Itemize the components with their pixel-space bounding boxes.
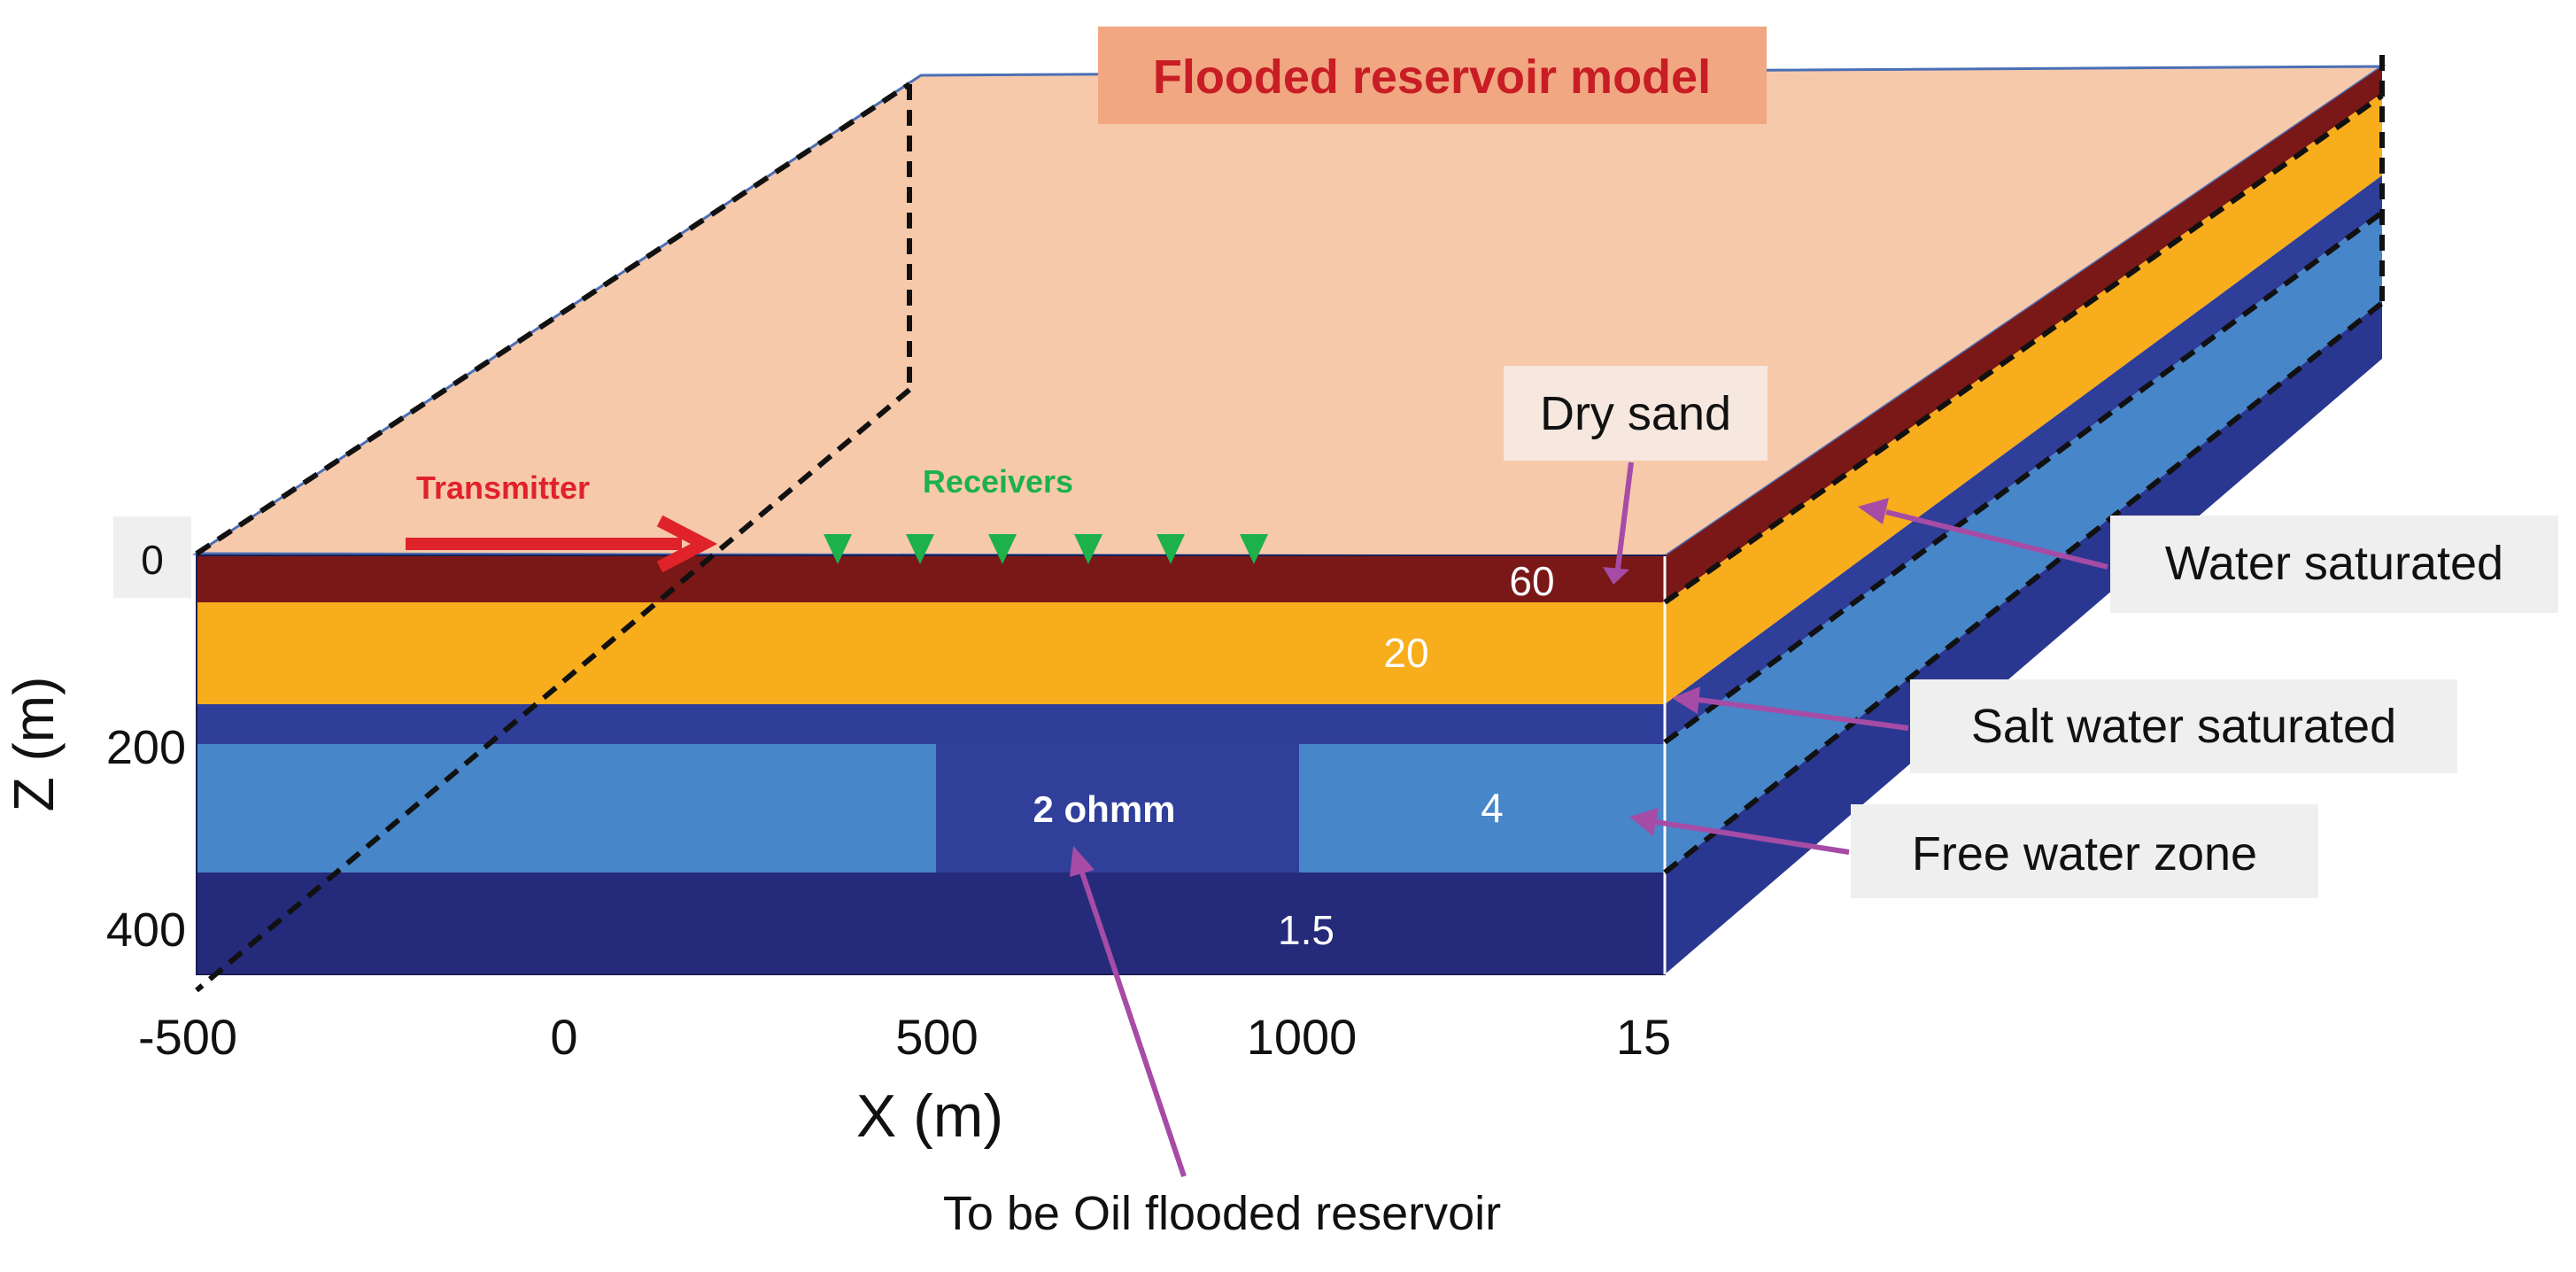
title: Flooded reservoir model bbox=[1153, 50, 1711, 104]
z-tick-400: 400 bbox=[106, 904, 186, 957]
reservoir-callout: To be Oil flooded reservoir bbox=[943, 1187, 1501, 1240]
front-water-saturated bbox=[197, 602, 1665, 704]
x-tick-0: 0 bbox=[550, 1009, 577, 1065]
transmitter-label: Transmitter bbox=[416, 469, 590, 506]
side-face-free-water bbox=[1665, 211, 2382, 873]
front-basement bbox=[197, 873, 1665, 974]
front-free-water-left bbox=[197, 744, 936, 873]
z-tick-0: 0 bbox=[141, 537, 164, 583]
dashed-section-lines bbox=[195, 55, 2385, 993]
receivers-label: Receivers bbox=[923, 463, 1073, 500]
receiver-marker bbox=[906, 534, 934, 564]
z-tick-0-box bbox=[113, 516, 191, 598]
free-water-value: 4 bbox=[1481, 785, 1504, 831]
front-dry-sand bbox=[197, 555, 1665, 602]
x-axis-label: X (m) bbox=[856, 1082, 1003, 1150]
front-salt-water bbox=[197, 704, 1665, 744]
receiver-marker bbox=[1074, 534, 1102, 564]
free-water-callout-box bbox=[1851, 804, 2318, 898]
dry-sand-callout: Dry sand bbox=[1540, 387, 1731, 440]
receivers bbox=[824, 534, 1268, 564]
z-tick-200: 200 bbox=[106, 721, 186, 774]
water-saturated-callout: Water saturated bbox=[2165, 537, 2503, 590]
z-axis-label: Z (m) bbox=[2, 677, 66, 812]
x-tick-500: 500 bbox=[895, 1009, 978, 1065]
receiver-marker bbox=[824, 534, 852, 564]
dry-sand-callout-box bbox=[1504, 366, 1768, 461]
side-face-dry-sand bbox=[1665, 66, 2382, 602]
dry-sand-value: 60 bbox=[1509, 558, 1554, 604]
side-face-salt-water bbox=[1665, 175, 2382, 742]
title-box bbox=[1098, 27, 1767, 124]
water-saturated-value: 20 bbox=[1383, 630, 1428, 676]
receiver-marker bbox=[1156, 534, 1185, 564]
transmitter-arrow-head bbox=[656, 515, 718, 573]
front-free-water-right bbox=[1299, 744, 1665, 873]
free-water-callout: Free water zone bbox=[1912, 827, 2257, 880]
pointer-lines bbox=[1070, 461, 2108, 1177]
reservoir-value: 2 ohmm bbox=[1033, 788, 1175, 830]
side-face-basement bbox=[1665, 301, 2382, 974]
x-tick-15: 15 bbox=[1616, 1009, 1671, 1065]
receiver-marker bbox=[1240, 534, 1268, 564]
x-tick-neg500: -500 bbox=[138, 1009, 237, 1065]
salt-water-callout: Salt water saturated bbox=[1971, 700, 2396, 753]
water-saturated-callout-box bbox=[2110, 516, 2558, 613]
front-reservoir-block bbox=[936, 744, 1299, 873]
salt-water-callout-box bbox=[1910, 679, 2457, 773]
x-tick-1000: 1000 bbox=[1247, 1009, 1358, 1065]
side-face-water-saturated bbox=[1665, 93, 2382, 704]
receiver-marker bbox=[988, 534, 1017, 564]
basement-value: 1.5 bbox=[1278, 907, 1334, 953]
